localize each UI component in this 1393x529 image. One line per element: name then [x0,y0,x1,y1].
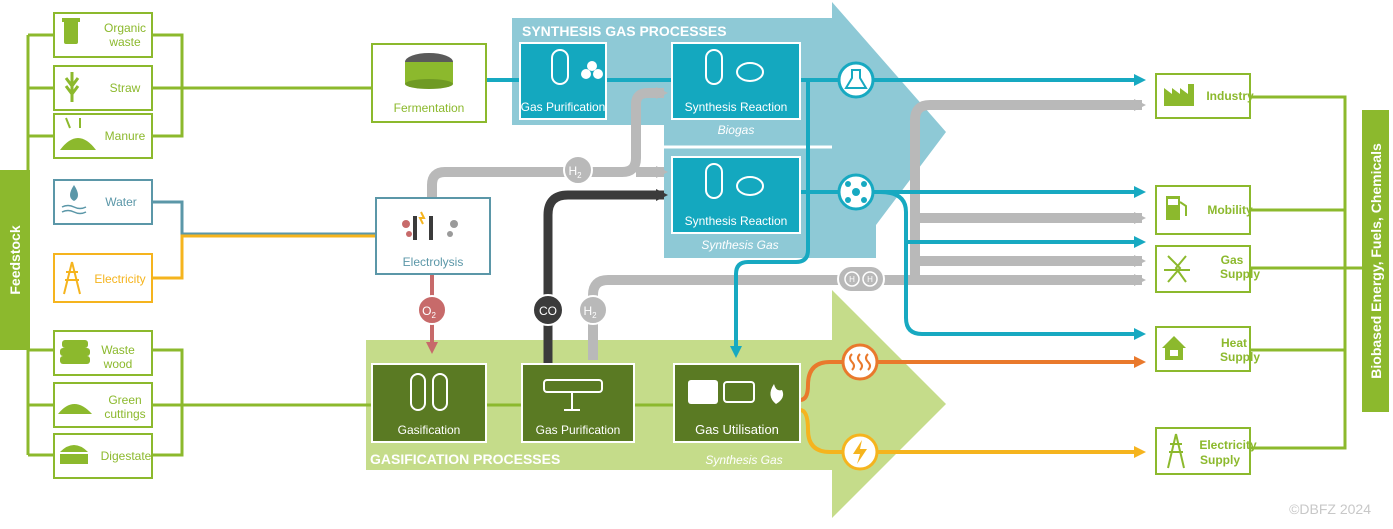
house-heat-icon [1162,336,1186,360]
svg-text:Fermentation: Fermentation [394,101,465,115]
lightning-icon [841,433,879,471]
svg-text:Supply: Supply [1200,453,1240,467]
gasification-title: GASIFICATION PROCESSES [370,451,560,467]
feedstock-item-manure: Manure [53,113,153,159]
synthesis-gas-label-bottom: Synthesis Gas [705,453,782,467]
svg-text:Electricity: Electricity [94,272,145,286]
feedstock-item-organic-waste: Organic waste [53,12,153,58]
output-heat-supply: Heat Supply [1155,326,1260,372]
svg-text:Straw: Straw [110,81,141,95]
svg-text:Gas Purification: Gas Purification [521,100,606,114]
output-gas-supply: Gas Supply [1155,245,1260,293]
feedstock-item-electricity: Electricity [53,253,153,303]
svg-text:Gas: Gas [1221,253,1244,267]
gasification-gas-purification-box: Gas Purification [521,363,635,443]
gas-utilisation-box: Gas Utilisation [673,363,801,443]
hydrogen-molecule-badge: H H [837,265,885,293]
svg-text:Mobility: Mobility [1207,203,1253,217]
power-pylon-icon [1167,433,1185,469]
synthesis-reaction-box-biogas: Synthesis Reaction [671,42,801,120]
svg-text:wood: wood [103,357,133,371]
output-industry: Industry [1155,73,1254,119]
molecule-icon [837,173,875,211]
feedstock-item-digestate: Digestate [53,433,153,479]
organic-waste-bin-icon [62,18,80,44]
svg-text:Supply: Supply [1220,350,1260,364]
svg-text:Electricity: Electricity [1199,438,1257,452]
biogas-label: Biogas [718,123,755,137]
outputs-bar [1362,110,1389,412]
svg-text:Synthesis Reaction: Synthesis Reaction [685,214,788,228]
synthesis-reaction-box-synthesis-gas: Synthesis Reaction [671,156,801,234]
svg-text:O2: O2 [422,304,436,320]
heat-icon [841,343,879,381]
gasification-box: Gasification [371,363,487,443]
svg-text:Supply: Supply [1220,267,1260,281]
svg-text:Digestate: Digestate [101,449,152,463]
synthesis-gas-purification-box: Gas Purification [519,42,607,120]
h2-badge-bottom: H2 [578,295,608,325]
svg-text:Industry: Industry [1206,89,1254,103]
svg-text:CO: CO [539,304,557,318]
feedstock-item-waste-wood: Waste wood [53,330,153,376]
o2-badge: O2 [417,295,447,325]
svg-text:Gas Purification: Gas Purification [536,423,621,437]
svg-text:H2: H2 [583,304,597,320]
outputs-title: Biobased Energy, Fuels, Chemicals [1368,143,1384,379]
h2-badge-top: H2 [563,155,593,185]
electrolysis-box: Electrolysis [375,197,491,275]
fermenter-tank-icon [405,53,453,89]
wood-logs-icon [60,340,90,364]
synthesis-gas-label-top: Synthesis Gas [701,238,778,252]
svg-text:H: H [867,275,873,284]
svg-text:Heat: Heat [1221,336,1247,350]
fuel-pump-icon [1166,196,1187,220]
green-cuttings-icon [58,404,92,414]
manure-icon [60,117,96,150]
svg-text:Organic: Organic [104,21,146,35]
svg-text:Manure: Manure [105,129,146,143]
gas-network-icon [1164,255,1190,283]
factory-icon [1164,84,1194,106]
svg-text:H2: H2 [568,164,582,180]
svg-text:Water: Water [105,195,137,209]
copyright: ©DBFZ 2024 [1289,501,1371,517]
svg-text:Waste: Waste [101,343,135,357]
feedstock-bar [0,170,30,350]
svg-text:Gasification: Gasification [398,423,461,437]
svg-text:waste: waste [108,35,141,49]
feedstock-item-water: Water [53,179,153,225]
water-drop-icon [61,185,87,215]
svg-text:cuttings: cuttings [104,407,145,421]
svg-text:Electrolysis: Electrolysis [403,255,464,269]
synthesis-title: SYNTHESIS GAS PROCESSES [522,23,727,39]
svg-text:Gas Utilisation: Gas Utilisation [695,422,779,437]
feedstock-item-green-cuttings: Green cuttings [53,382,153,428]
output-electricity-supply: Electricity Supply [1155,427,1257,475]
svg-text:Green: Green [108,393,141,407]
svg-text:Synthesis Reaction: Synthesis Reaction [685,100,788,114]
digestate-icon [60,445,88,464]
electrolysis-cell-icon [402,211,458,240]
feedstock-item-straw: Straw [53,65,153,111]
flask-icon [837,61,875,99]
straw-icon [64,72,80,102]
power-pylon-icon [63,261,81,295]
output-mobility: Mobility [1155,185,1253,235]
fermentation-box: Fermentation [371,43,487,123]
co-badge: CO [532,294,564,326]
feedstock-title: Feedstock [7,225,23,294]
svg-text:H: H [849,275,855,284]
